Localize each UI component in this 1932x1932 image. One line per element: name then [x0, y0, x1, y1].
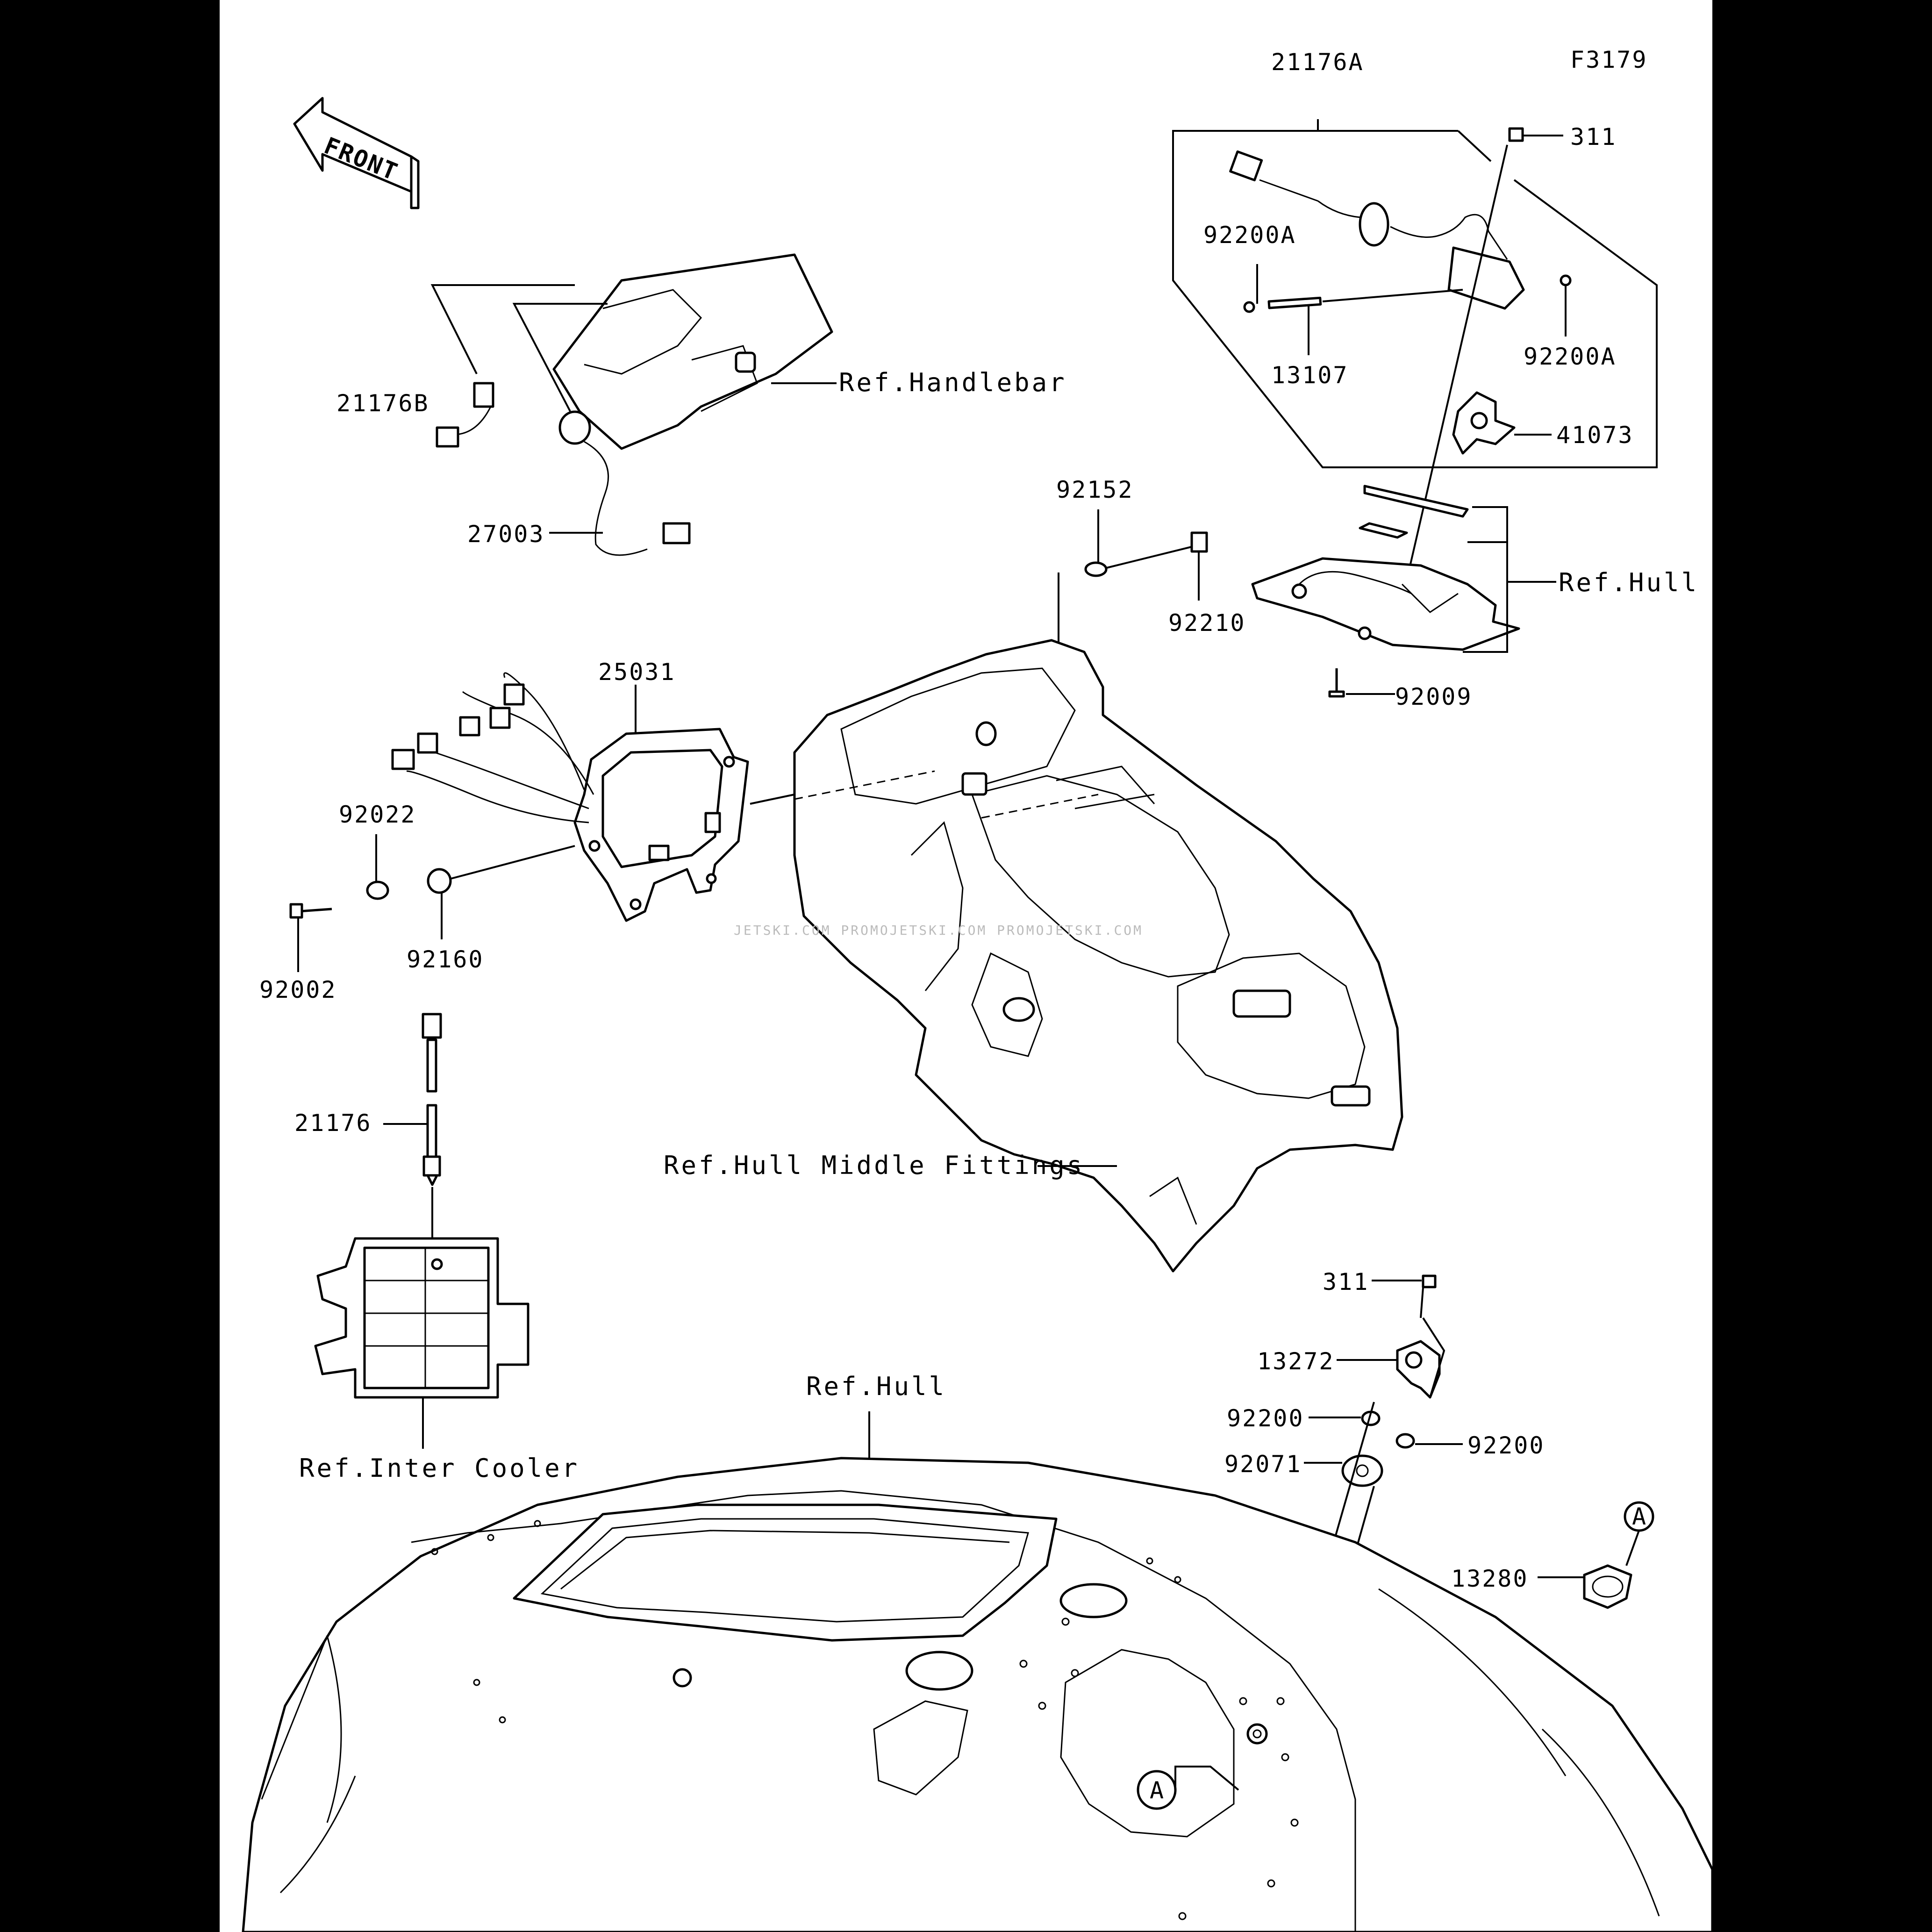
part-13280-label: 13280 [1451, 1565, 1529, 1592]
ref-inter-cooler-label: Ref.Inter Cooler [299, 1453, 580, 1483]
part-92002-label: 92002 [259, 976, 337, 1003]
part-92009-label: 92009 [1395, 683, 1473, 710]
part-92152-label: 92152 [1056, 476, 1134, 503]
hull-middle-fittings-ref [793, 639, 1403, 1273]
part-311-top-label: 311 [1570, 123, 1617, 150]
part-311-bottom-label: 311 [1323, 1268, 1369, 1295]
ref-handlebar-label: Ref.Handlebar [839, 368, 1067, 397]
part-13107-label: 13107 [1271, 362, 1349, 389]
part-92200A-right-label: 92200A [1524, 343, 1617, 370]
button-27003 [512, 303, 691, 556]
handlebar-ref [552, 253, 837, 450]
part-21176B-label: 21176B [336, 390, 429, 417]
hull-top-fitting [1251, 485, 1556, 698]
sensor-21176 [383, 1013, 442, 1238]
part-92210-label: 92210 [1168, 609, 1246, 637]
switch-21176B [430, 284, 575, 448]
part-92200-right-label: 92200 [1467, 1432, 1545, 1459]
part-25031-label: 25031 [598, 658, 676, 686]
part-92200-left-label: 92200 [1227, 1405, 1304, 1432]
sensor-kit-21176A [1172, 119, 1658, 631]
fitting-13280 [1538, 1501, 1654, 1609]
part-41073-label: 41073 [1556, 422, 1634, 449]
callout-a-bottom: A [1150, 1777, 1165, 1804]
ref-hull-middle-fittings-label: Ref.Hull Middle Fittings [664, 1151, 1084, 1180]
part-92200A-left-label: 92200A [1203, 222, 1296, 249]
watermark: JETSKI.COM PROMOJETSKI.COM PROMOJETSKI.C… [734, 923, 1143, 938]
figure-code: F3179 [1570, 46, 1648, 73]
inter-cooler-ref [314, 1237, 530, 1449]
ref-hull-top-label: Ref.Hull [1559, 568, 1699, 597]
hull-bottom-ref [242, 1411, 1714, 1932]
part-92022-label: 92022 [339, 801, 416, 828]
part-21176-label: 21176 [294, 1109, 372, 1137]
part-21176A-label: 21176A [1271, 49, 1364, 76]
part-92160-label: 92160 [407, 946, 484, 973]
meter-25031 [289, 672, 795, 972]
part-92071-label: 92071 [1224, 1451, 1302, 1478]
part-13272-label: 13272 [1257, 1348, 1335, 1375]
fastener-92152-92210 [1058, 509, 1208, 645]
ref-hull-bottom-label: Ref.Hull [806, 1372, 946, 1401]
part-27003-label: 27003 [467, 521, 545, 548]
callout-a-top: A [1632, 1503, 1647, 1530]
